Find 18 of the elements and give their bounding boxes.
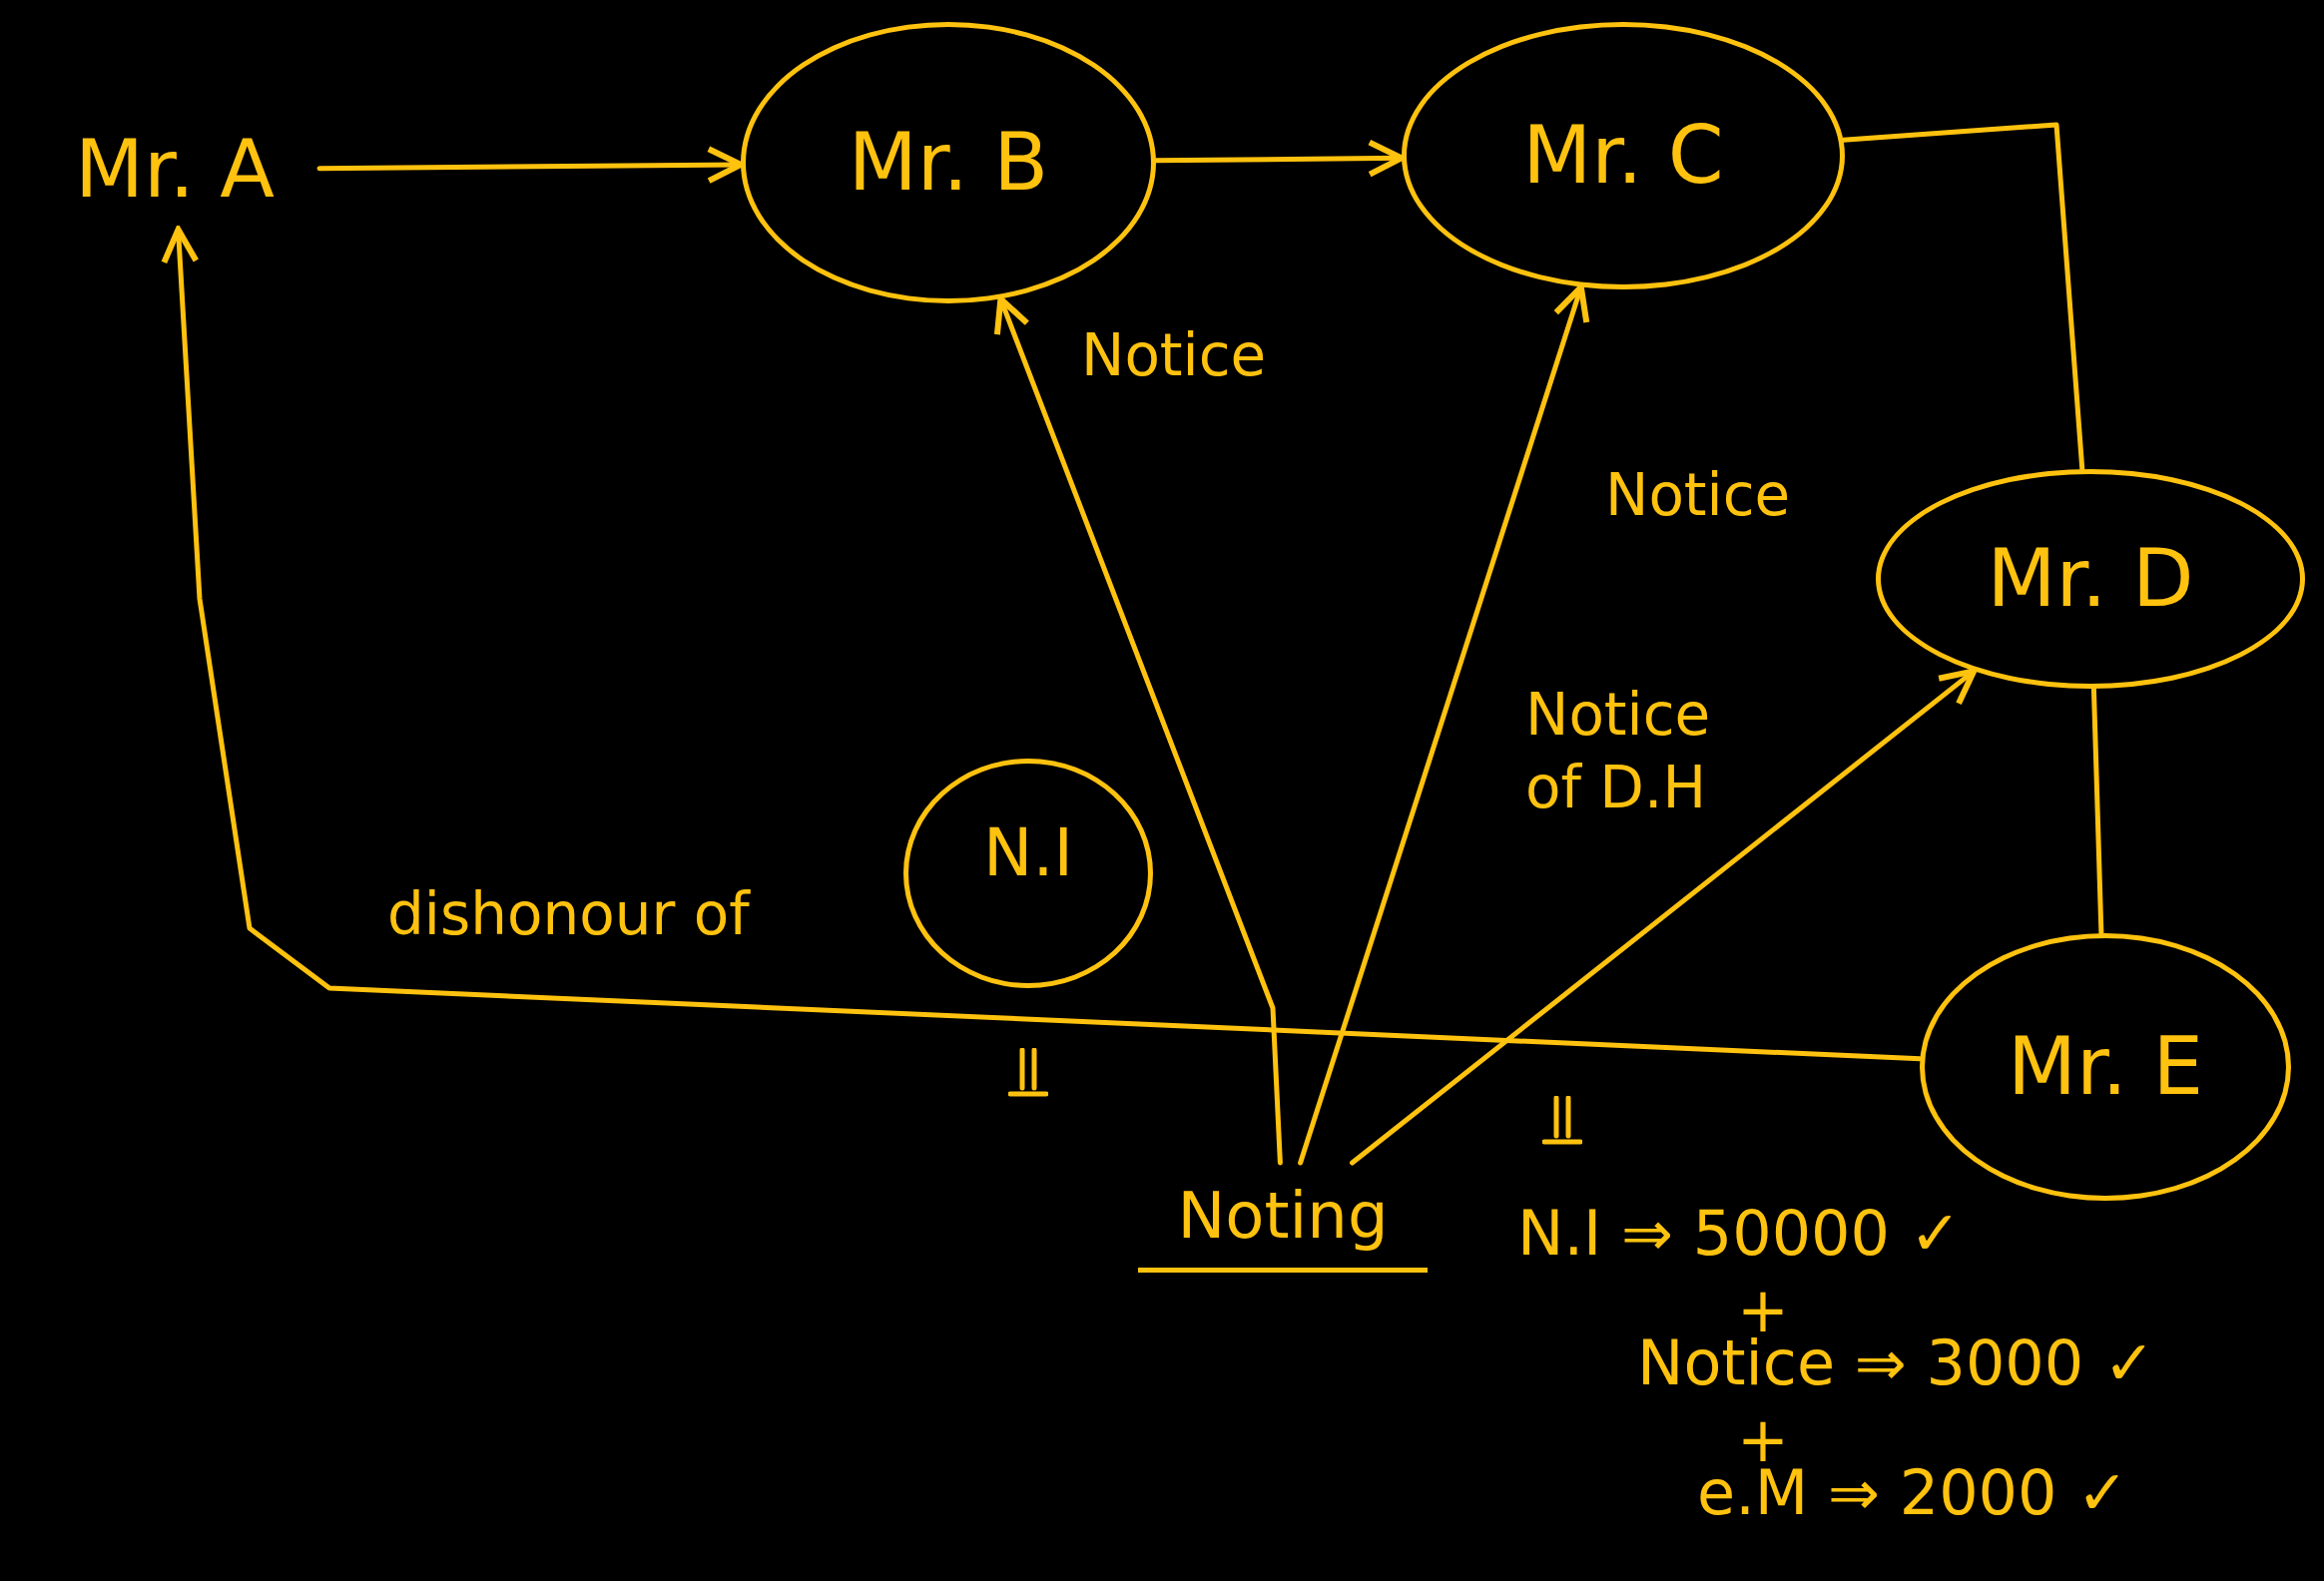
note-text: Notice ⇒ 3000 ✓ [1637, 1332, 2155, 1394]
node-text: Mr. C [1522, 116, 1724, 196]
ellipse-node [741, 22, 1156, 303]
node-text: N.I [983, 820, 1073, 886]
ellipse-node [903, 759, 1153, 988]
note-text: N.I ⇒ 50000 ✓ [1517, 1203, 1962, 1265]
ellipse-node [1876, 469, 2305, 689]
arrow [161, 227, 1923, 1062]
node-text: Mr. E [2008, 1027, 2203, 1107]
node-text: Mr. B [848, 123, 1049, 203]
ellipse-node [1920, 933, 2291, 1201]
node-text: Mr. A [74, 130, 276, 210]
arrow [1350, 668, 1978, 1166]
arrow [993, 295, 1283, 1166]
arrow [316, 146, 744, 185]
node-text: Mr. D [1987, 539, 2194, 619]
ellipse-node [1402, 22, 1845, 289]
arrow [1153, 139, 1405, 178]
